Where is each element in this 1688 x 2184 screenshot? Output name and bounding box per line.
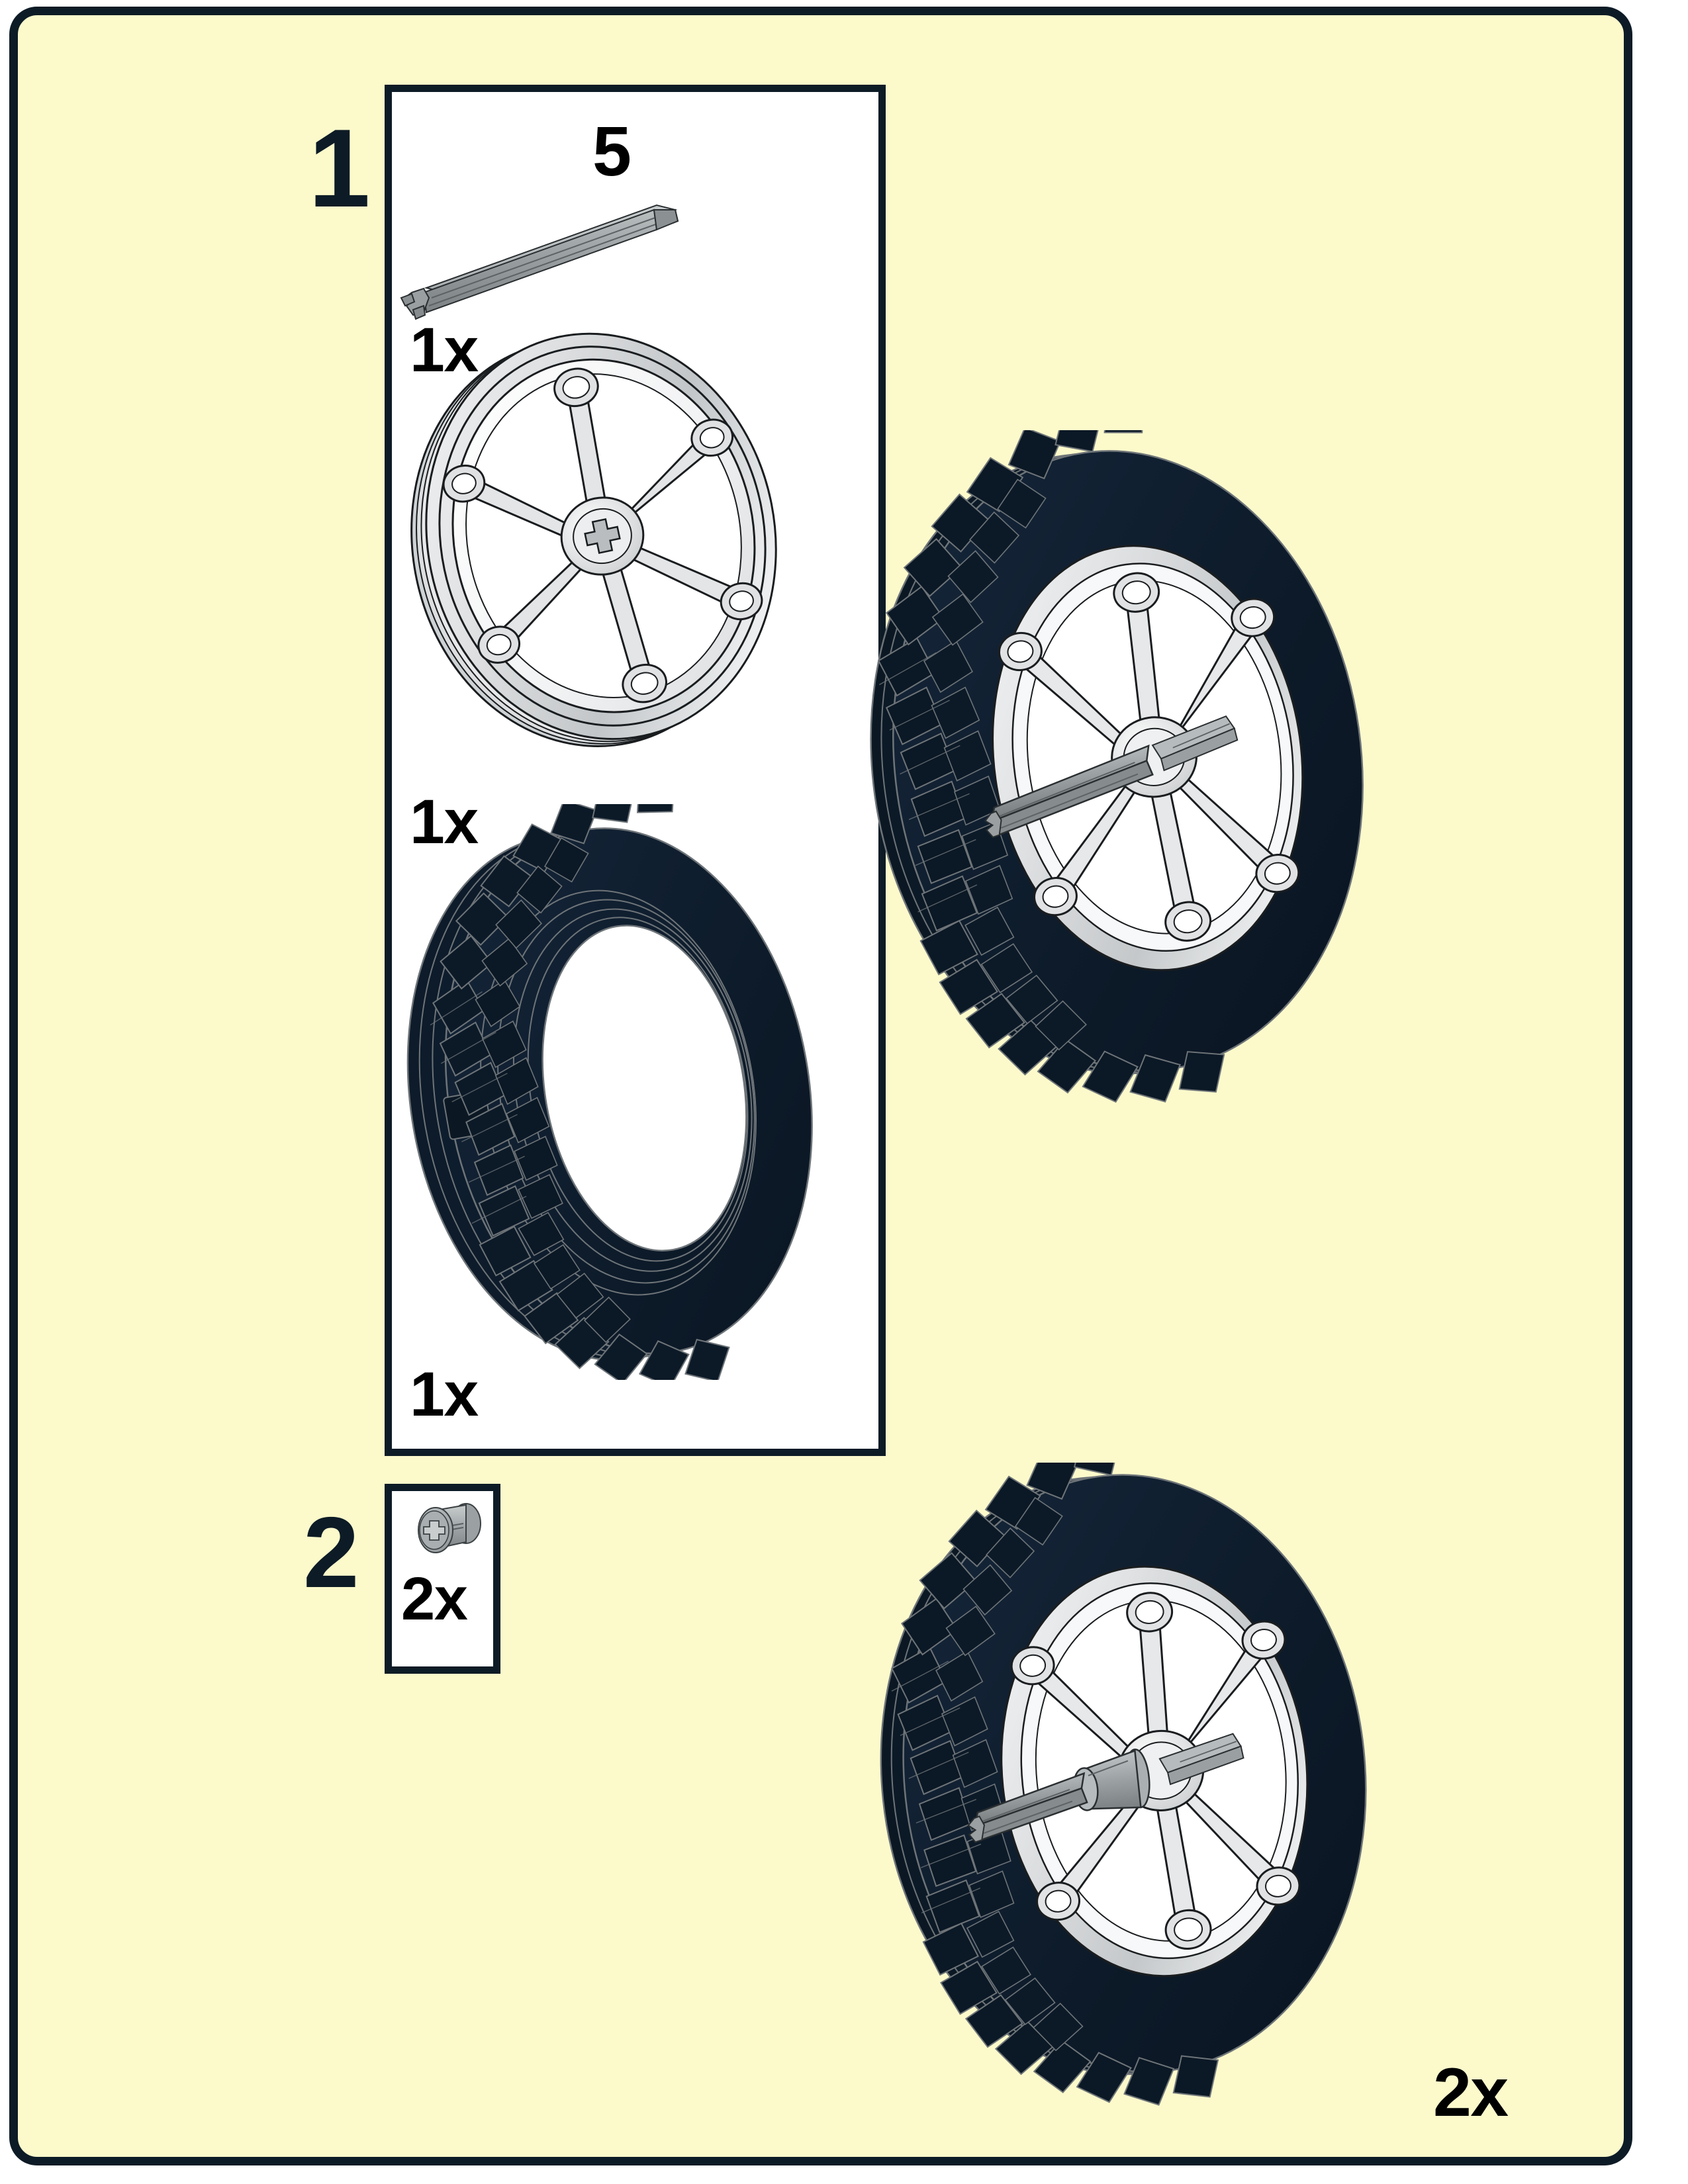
quantity-label-axle: 1x xyxy=(410,315,479,385)
technic-bushing-icon xyxy=(397,1497,490,1570)
technic-rim-icon xyxy=(397,318,808,754)
quantity-label-result: 2x xyxy=(1433,2054,1509,2131)
quantity-label-bushing: 2x xyxy=(401,1565,468,1633)
step-number-2: 2 xyxy=(303,1496,359,1609)
part-id-label: 5 xyxy=(592,113,632,191)
quantity-label-tire: 1x xyxy=(410,1359,479,1430)
wheel-assembly-step-1 xyxy=(861,430,1410,1118)
technic-tire-icon xyxy=(384,804,861,1380)
quantity-label-rim: 1x xyxy=(410,787,479,857)
step-number-1: 1 xyxy=(308,106,370,230)
wheel-assembly-step-2 xyxy=(854,1463,1417,2118)
technic-axle-icon xyxy=(397,192,688,324)
